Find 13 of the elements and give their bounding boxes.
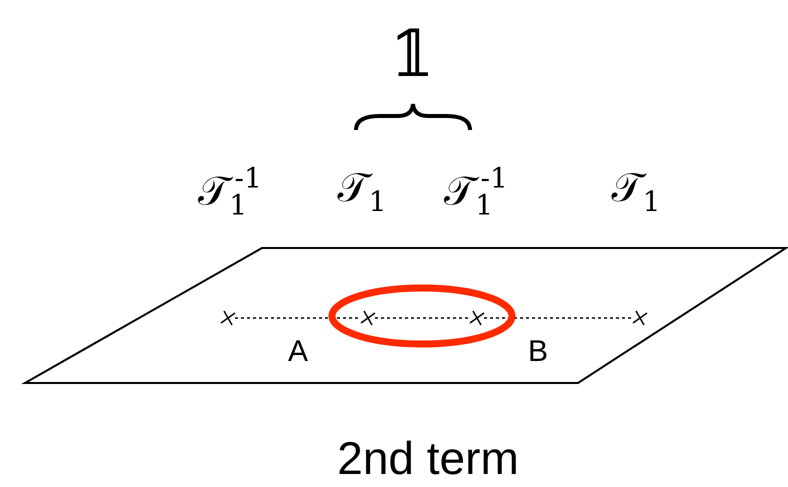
- dashed-line: [235, 317, 361, 319]
- cross-mark: [220, 310, 236, 326]
- point-label: A: [288, 337, 308, 367]
- dashed-line: [375, 317, 470, 319]
- cross-mark: [632, 310, 648, 326]
- cross-mark: [469, 310, 485, 326]
- operator-label: 𝒯$_{1}$: [612, 168, 660, 216]
- operator-label: 𝒯$_{1}$: [338, 168, 386, 216]
- dashed-line: [484, 317, 633, 319]
- point-label: B: [528, 337, 548, 367]
- cross-mark: [360, 310, 376, 326]
- identity-symbol: 𝟙: [390, 23, 434, 87]
- caption: 2nd term: [337, 435, 519, 481]
